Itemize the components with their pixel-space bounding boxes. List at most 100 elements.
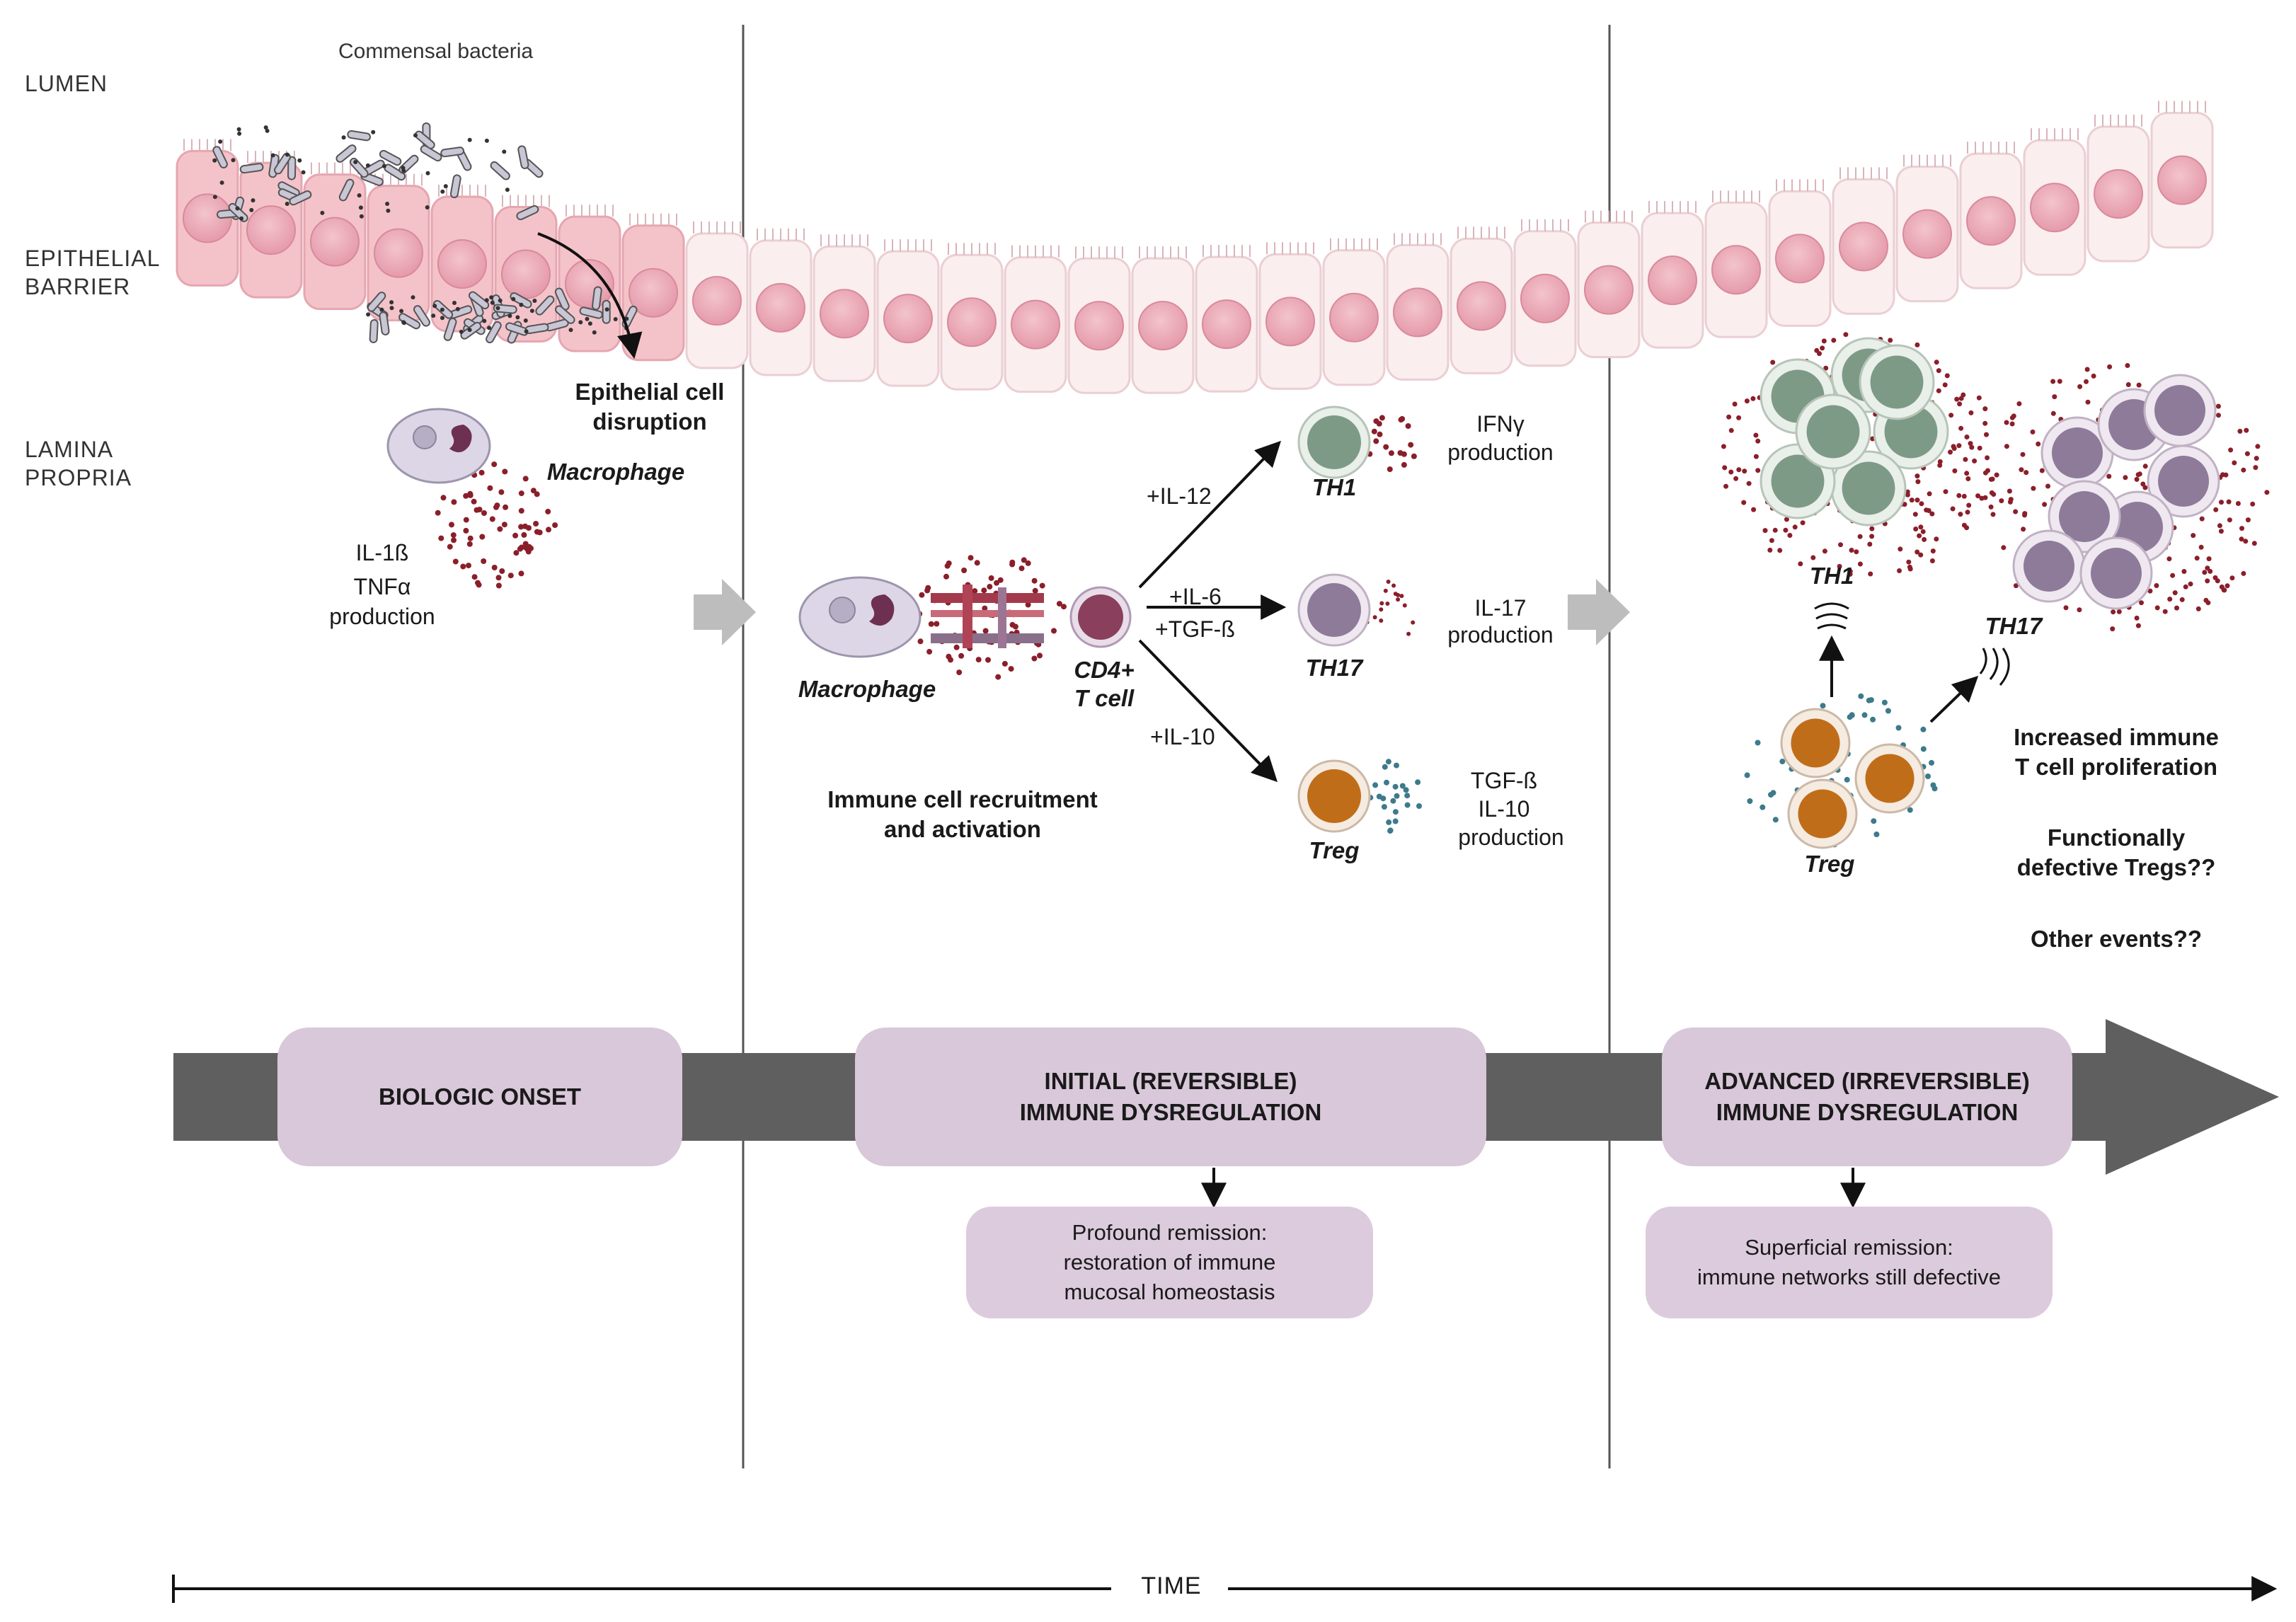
epithelial-cell [685,221,749,369]
stage-initial-label-1: INITIAL (REVERSIBLE) [1044,1068,1297,1094]
macrophage-cell-stage1 [386,408,491,484]
bacterium [335,144,357,163]
t-cell [2147,444,2220,518]
treg-label-stage3: Treg [1804,851,1855,877]
epithelial-cell [2087,114,2150,263]
bacterium [579,306,603,319]
bacterium [440,146,464,158]
epithelial-cell [2023,128,2087,276]
epithelial-cell [1641,201,1704,349]
bacterium [490,161,510,180]
epithelial-cell [813,234,876,382]
bacterium [212,146,228,168]
t-cell [1854,743,1925,814]
cytokine-label-1: IL-1ß [355,540,409,565]
bacterium [592,286,602,311]
bacterium [413,305,430,327]
t-cell [2079,536,2153,610]
note-defective-2: defective Tregs?? [2016,854,2216,880]
bacterium [486,321,502,344]
th17-label-stage2: TH17 [1305,655,1363,681]
superficial-line-2: immune networks still defective [1697,1265,2001,1289]
bacterium [398,154,419,174]
note-increased-1: Increased immune [2014,724,2219,750]
epithelial-cell [1195,245,1258,393]
bacterium [449,174,461,199]
flow-arrow-1 [694,579,756,645]
bacterium [379,149,402,166]
layer-label-propria: PROPRIA [25,465,132,490]
t-cell [1787,778,1858,849]
cytokine-label-2: TNFα [353,574,411,599]
bacterium [338,178,355,202]
profound-line-3: mucosal homeostasis [1064,1279,1275,1304]
bacterium [289,190,312,206]
disruption-arrow [537,232,643,360]
th17-label-stage3: TH17 [1985,613,2043,639]
epithelial-cell [1386,233,1450,381]
t-cell [2040,416,2114,490]
stage-box-initial: INITIAL (REVERSIBLE) IMMUNE DYSREGULATIO… [855,1028,1486,1166]
epithelial-cell [1768,179,1832,327]
cytokine-label-3: production [329,604,435,629]
bacterium [369,319,379,343]
bacterium [414,130,435,149]
arrow-th1 [1138,440,1282,589]
bacterium [398,313,421,330]
macrophage-cell-stage2 [798,576,922,658]
bacterium [379,311,390,335]
commensal-bacteria [212,122,638,344]
treg-cluster [1780,708,1925,849]
treg-prod-label-2: IL-10 [1478,796,1530,822]
th17-cell-stage2 [1297,573,1371,647]
epithelial-cell [558,205,621,352]
t-cell [2143,374,2217,447]
epithelial-cell [621,213,685,362]
t-cell [1859,344,1935,420]
cd4-t-cell [1069,586,1132,648]
bacterium [239,163,264,174]
bacterium [468,291,490,310]
treg-to-th17-arrow [1929,675,1979,723]
epithelial-cell [1067,246,1131,394]
arrow-treg [1138,639,1278,783]
signal-waves-th1 [1814,602,1849,630]
layer-label-epithelial: EPITHELIAL [25,246,161,271]
bacterium [420,144,442,162]
treg-label-stage2: Treg [1309,837,1360,863]
bacterium [517,145,529,169]
epithelial-cell [1959,142,2023,289]
th17-cluster [2012,374,2220,610]
t-cell [2012,529,2086,603]
bacterium [367,292,386,312]
epithelial-cell [1258,242,1322,390]
time-axis-label: TIME [1141,1572,1202,1599]
th1-label-stage2: TH1 [1311,474,1357,500]
profound-remission-box: Profound remission: restoration of immun… [966,1207,1373,1318]
treg-cell-stage2 [1297,759,1371,833]
bacterium [347,130,372,142]
note-other-events: Other events?? [2030,926,2203,952]
treg-prod-label-1: TGF-ß [1470,768,1538,793]
receptor-complex [931,585,1044,648]
signal-waves-th17 [1979,648,2010,686]
epithelial-barrier [176,100,2214,394]
il10-label: +IL-10 [1150,724,1215,749]
t-cell [1795,393,1871,470]
il17-label-2: production [1447,622,1554,648]
recruitment-label-1: Immune cell recruitment [827,786,1098,812]
flow-arrow-2 [1568,579,1630,645]
epithelial-cell [1832,167,1895,315]
epithelial-cell [1895,154,1959,303]
epithelial-cell [1450,226,1513,374]
cd4-label-2: T cell [1074,685,1135,711]
bacterium [602,299,611,324]
il12-label: +IL-12 [1147,483,1212,509]
epithelial-cell [1704,190,1768,338]
stage-advanced-label-2: IMMUNE DYSREGULATION [1716,1099,2019,1125]
ifn-label-1: IFNγ [1476,411,1525,437]
epithelial-cell [1004,245,1067,393]
epithelial-cell [303,162,367,311]
epithelial-cell [1322,238,1386,386]
